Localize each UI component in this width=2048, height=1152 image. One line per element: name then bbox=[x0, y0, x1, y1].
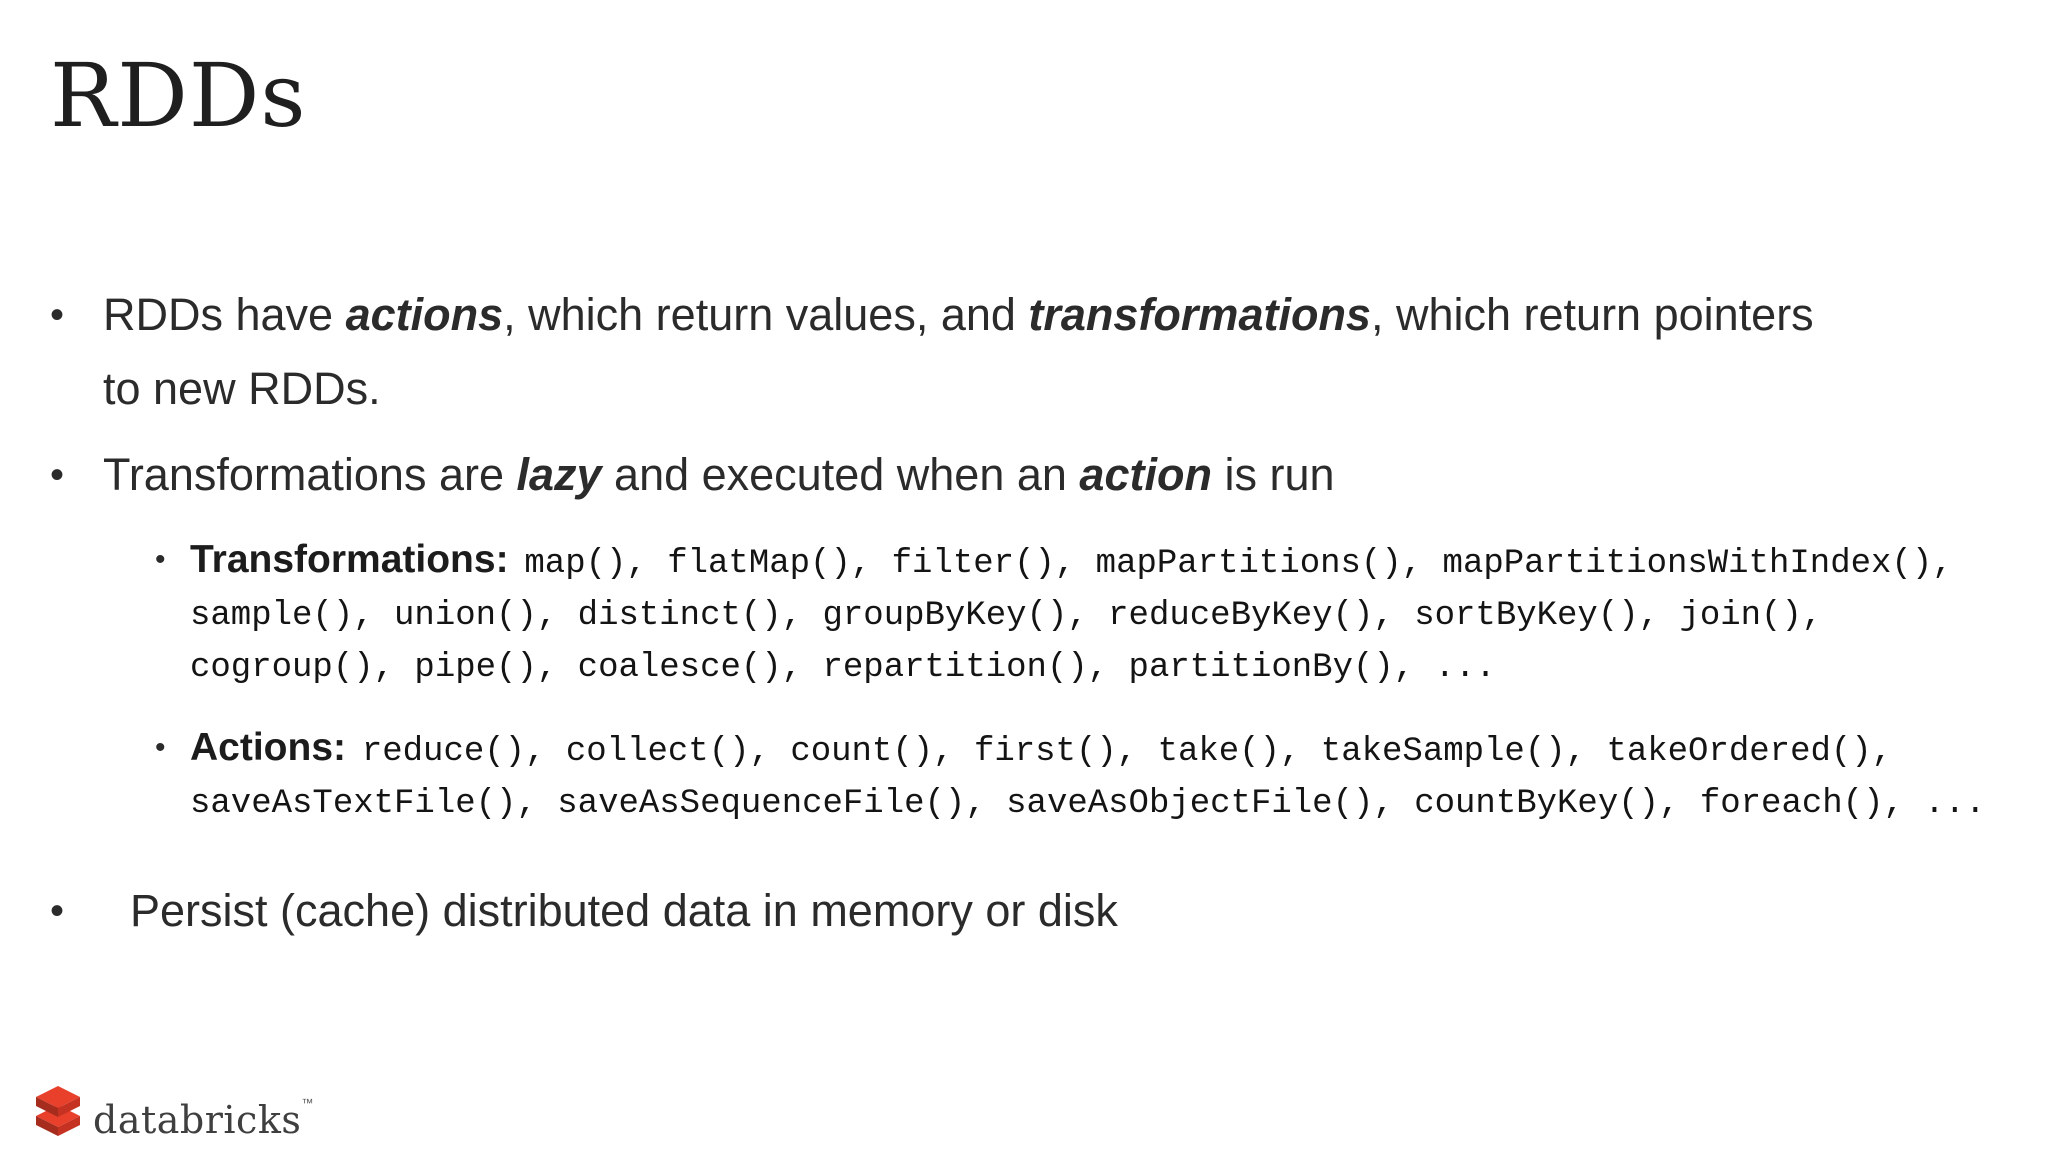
bullet-marker: • bbox=[155, 543, 166, 576]
text-segment: Transformations: bbox=[190, 538, 520, 581]
text-segment: Transformations are bbox=[103, 449, 517, 500]
bullet-marker: • bbox=[50, 293, 65, 337]
text-segment: Persist (cache) distributed data in memo… bbox=[130, 885, 1118, 936]
bullet-text: Transformations are lazy and executed wh… bbox=[103, 438, 1980, 512]
bullet-marker: • bbox=[155, 731, 166, 764]
databricks-wordmark-text: databricks bbox=[93, 1098, 302, 1142]
bullet-text: Persist (cache) distributed data in memo… bbox=[130, 874, 1550, 948]
sub-bullet-text: Transformations: map(), flatMap(), filte… bbox=[190, 536, 2033, 696]
databricks-logo: databricks™ bbox=[30, 1078, 313, 1145]
bullet-text: RDDs have actions, which return values, … bbox=[103, 278, 1840, 426]
databricks-bricks-icon bbox=[36, 1085, 80, 1136]
sub-bullet-transformations-list: • Transformations: map(), flatMap(), fil… bbox=[155, 536, 2033, 696]
text-segment: , which return pointers to new RDDs. bbox=[103, 289, 1814, 414]
sub-bullet-actions-list: • Actions: reduce(), collect(), count(),… bbox=[155, 724, 2033, 832]
text-segment: , which return values, and bbox=[503, 289, 1029, 340]
bullet-marker: • bbox=[50, 453, 65, 497]
text-segment: map(), flatMap(), filter(), mapPartition… bbox=[190, 545, 1953, 687]
text-segment: transformations bbox=[1028, 289, 1371, 340]
sub-bullet-text: Actions: reduce(), collect(), count(), f… bbox=[190, 724, 2033, 832]
trademark-symbol: ™ bbox=[301, 1096, 314, 1110]
text-segment: is run bbox=[1211, 449, 1335, 500]
text-segment: actions bbox=[345, 289, 504, 340]
text-segment: and executed when an bbox=[601, 449, 1080, 500]
text-segment: RDDs have bbox=[103, 289, 346, 340]
slide-title: RDDs bbox=[50, 44, 307, 147]
text-segment: action bbox=[1079, 449, 1212, 500]
bullet-marker: • bbox=[50, 889, 65, 933]
text-segment: Actions: bbox=[190, 726, 357, 769]
bullet-persist-cache: • Persist (cache) distributed data in me… bbox=[50, 874, 1550, 948]
text-segment: lazy bbox=[516, 449, 602, 500]
databricks-wordmark: databricks™ bbox=[93, 1078, 313, 1145]
text-segment: reduce(), collect(), count(), first(), t… bbox=[190, 733, 1986, 823]
bullet-rdds-actions-transformations: • RDDs have actions, which return values… bbox=[50, 278, 1840, 426]
bullet-transformations-lazy: • Transformations are lazy and executed … bbox=[50, 438, 1980, 512]
